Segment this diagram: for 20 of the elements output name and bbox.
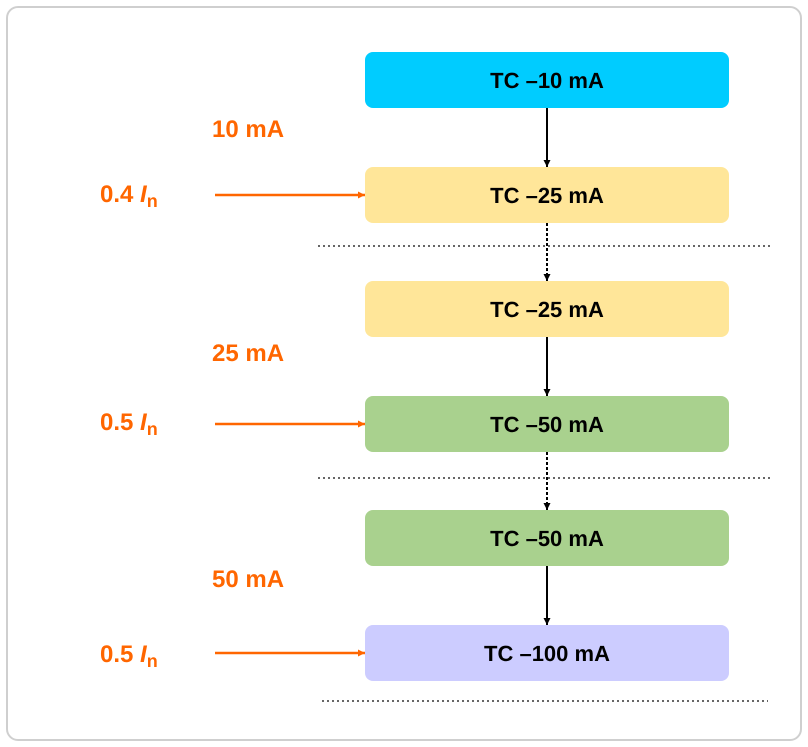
arrow bbox=[215, 192, 365, 198]
process-box: TC –50 mA bbox=[365, 396, 729, 452]
current-label: 0.5 I$_{n}$ bbox=[100, 403, 205, 443]
process-box: TC –50 mA bbox=[365, 510, 729, 566]
process-box: TC –10 mA bbox=[365, 52, 729, 108]
current-value-label: 50 mA bbox=[212, 565, 284, 595]
arrow bbox=[544, 337, 550, 396]
process-box: TC –25 mA bbox=[365, 281, 729, 337]
arrow bbox=[544, 223, 550, 281]
arrow bbox=[544, 452, 550, 510]
current-label: 0.4 I$_{n}$ bbox=[100, 175, 205, 215]
current-value-label: 25 mA bbox=[212, 339, 284, 369]
current-label: 0.5 I$_{n}$ bbox=[100, 635, 205, 675]
arrow bbox=[544, 108, 550, 167]
arrow bbox=[544, 566, 550, 625]
process-box: TC –25 mA bbox=[365, 167, 729, 223]
arrow bbox=[215, 650, 365, 656]
current-value-label: 10 mA bbox=[212, 115, 284, 145]
process-box: TC –100 mA bbox=[365, 625, 729, 681]
arrow bbox=[215, 420, 365, 428]
